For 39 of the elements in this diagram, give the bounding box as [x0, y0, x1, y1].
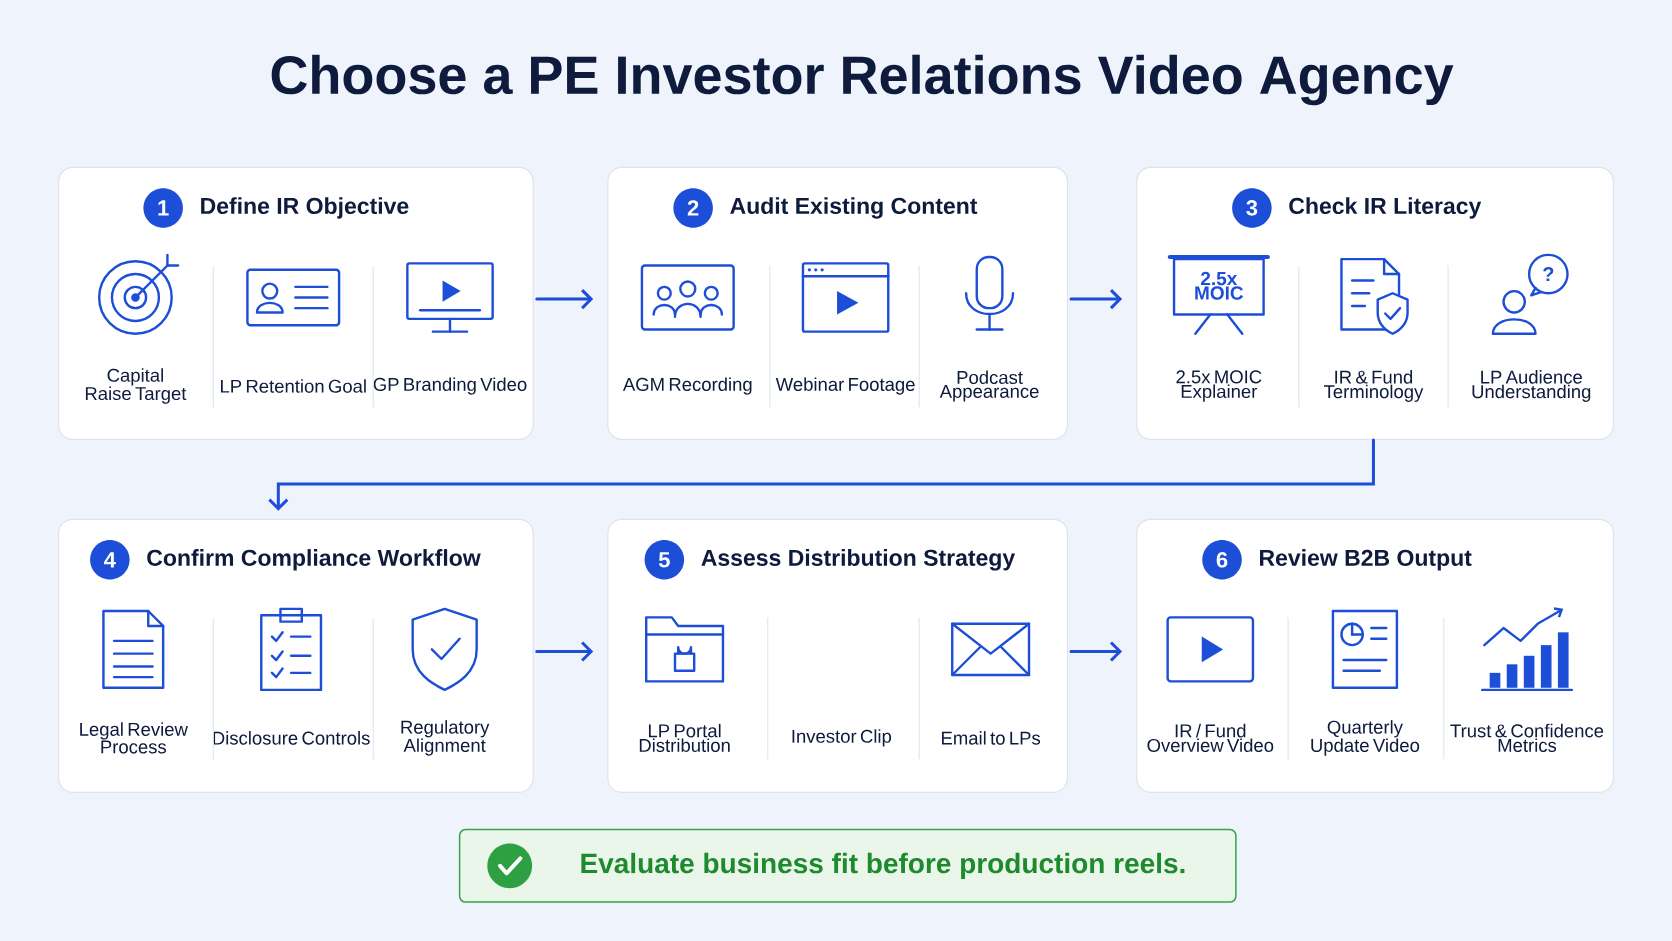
number-badge: 5: [644, 540, 685, 580]
item-label: Webinar Footage: [775, 377, 915, 395]
item-label: Legal Review Process: [80, 722, 188, 754]
card-heading: Check IR Literacy: [1289, 197, 1482, 219]
arrow: [535, 289, 594, 310]
item-label: Investor Clip: [792, 729, 892, 747]
item-label: LP Retention Goal: [221, 379, 366, 393]
card-heading: Audit Existing Content: [730, 197, 978, 219]
item-label: IR / Fund Overview Video: [1147, 723, 1274, 752]
number-badge: 1: [143, 188, 183, 228]
arrow: [1069, 289, 1123, 310]
item-label: Quarterly Update Video: [1311, 720, 1420, 756]
number-badge: 2: [673, 188, 713, 228]
item-label: Podcast Appearance: [939, 370, 1039, 402]
item-label: 2.5x MOIC Explainer: [1176, 370, 1262, 402]
card-heading: Assess Distribution Strategy: [701, 549, 1016, 571]
item-label: Capital Raise Target: [85, 368, 187, 404]
number-badge: 6: [1202, 540, 1242, 580]
item-label: IR & Fund Terminology: [1324, 370, 1424, 402]
board-text: 2.5x MOIC: [1195, 271, 1244, 300]
title: Choose a PE Investor Relations Video Agency: [271, 54, 1454, 106]
number-badge: 4: [90, 540, 130, 580]
item-label: Regulatory Alignment: [401, 720, 490, 756]
item-label: GP Branding Video: [373, 377, 527, 395]
arrow: [535, 641, 594, 662]
item-label: LP Audience Understanding: [1472, 370, 1591, 402]
item-label: AGM Recording: [622, 377, 752, 395]
card-heading: Define IR Objective: [201, 197, 409, 219]
arrow: [268, 438, 1375, 511]
number-badge: 3: [1232, 188, 1272, 228]
item-label: Trust & Confidence Metrics: [1450, 723, 1604, 752]
card-heading: Confirm Compliance Workflow: [147, 549, 481, 571]
arrow: [1069, 641, 1123, 662]
item-label: LP Portal Distribution: [639, 723, 730, 752]
question-mark: ?: [1543, 267, 1554, 282]
item-label: Email to LPs: [942, 731, 1041, 745]
note-banner: Evaluate business fit before production reels.: [458, 828, 1237, 903]
item-label: Disclosure Controls: [213, 731, 370, 745]
card-heading: Review B2B Output: [1260, 549, 1472, 571]
